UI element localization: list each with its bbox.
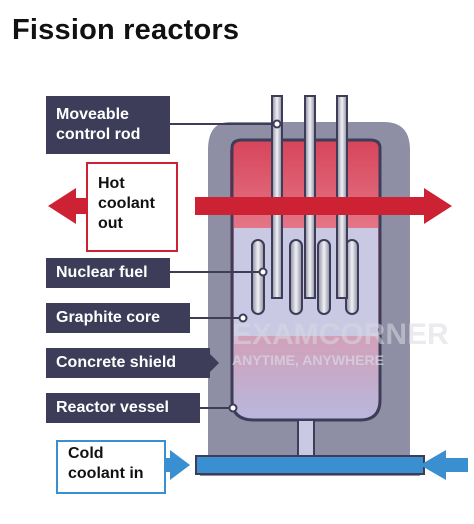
fuel-rods <box>251 239 359 315</box>
cold-pipe <box>195 455 425 475</box>
label-reactor-vessel: Reactor vessel <box>46 393 200 423</box>
pointer-lines <box>170 123 276 409</box>
page-title: Fission reactors <box>12 14 240 46</box>
hot-arrow-right <box>424 188 452 224</box>
label-nuclear-fuel: Nuclear fuel <box>46 258 170 288</box>
concrete-shield-pointer <box>210 354 219 372</box>
label-cold-coolant: Cold coolant in <box>56 440 166 494</box>
label-control-rod: Moveable control rod <box>46 96 170 154</box>
pointer-dots <box>228 119 282 413</box>
label-hot-coolant: Hot coolant out <box>86 162 178 252</box>
label-concrete-shield: Concrete shield <box>46 348 210 378</box>
cold-arrow-right <box>420 450 446 480</box>
hot-pipe <box>195 197 427 215</box>
cold-arrow-left <box>170 450 190 480</box>
label-graphite-core: Graphite core <box>46 303 190 333</box>
hot-arrow-left <box>48 188 76 224</box>
inlet-pipe <box>297 419 315 461</box>
